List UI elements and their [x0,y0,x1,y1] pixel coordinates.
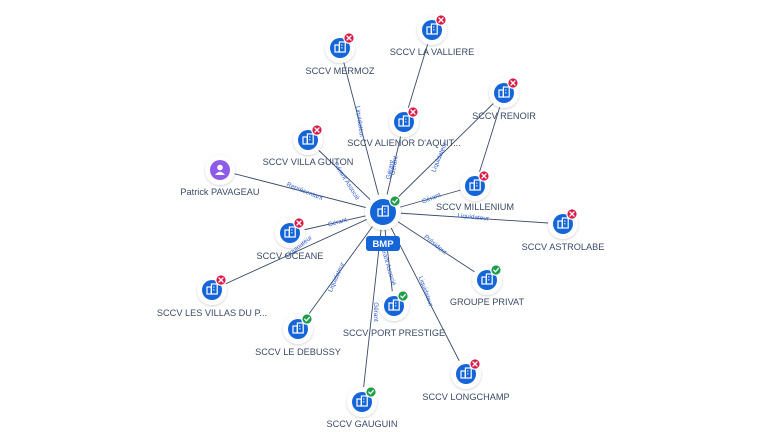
building-icon [557,217,569,229]
edge-sccv-astrolabe [382,211,564,225]
active-status-icon [301,313,313,325]
center-label-pill [366,236,400,251]
node-label: SCCV GAUGUIN [327,419,398,429]
node-label: SCCV RENOIR [472,111,536,121]
closed-status-icon [343,32,355,44]
edge-patrick-pavageau [219,169,384,213]
edge-label-groupe-privat: Président [422,233,447,256]
edge-groupe-privat [382,211,488,281]
building-icon [398,115,410,127]
edge-sccv-le-debussy [297,211,384,330]
building-icon [469,179,481,191]
node-sccv-astrolabe[interactable]: SCCV ASTROLABE [522,208,605,252]
edge-label-sccv-alienor: Gérant [389,155,399,176]
edge-label-sccv-le-debussy: Liquidateur [327,261,347,294]
edge-sccv-renoir [382,92,505,213]
edge-sccv-villas-du-p [211,211,384,291]
node-label: SCCV LE DEBUSSY [255,347,341,357]
node-patrick-pavageau[interactable]: Patrick PAVAGEAU [180,155,260,197]
node-label: SCCV LONGCHAMP [422,392,509,402]
node-label: SCCV LES VILLAS DU P... [157,308,267,318]
node-sccv-la-valliere[interactable]: SCCV LA VALLIERE [390,14,475,57]
node-sccv-gauguin[interactable]: SCCV GAUGUIN [327,386,398,429]
edge-label-sccv-longchamp: Liquidateur [417,275,435,308]
closed-status-icon [507,77,519,89]
closed-status-icon [215,274,227,286]
node-label: SCCV PORT PRESTIGE [343,328,445,338]
node-sccv-alienor[interactable]: SCCV ALIENOR D'AQUIT... [347,106,461,148]
building-icon [356,395,368,407]
closed-status-icon [478,170,490,182]
person-icon [215,164,225,175]
node-label: Patrick PAVAGEAU [180,187,259,197]
closed-status-icon [469,358,481,370]
center-node[interactable]: BMP [365,194,401,251]
edge-label-sccv-la-valliere: Gérant [385,159,396,180]
node-groupe-privat[interactable]: GROUPE PRIVAT [450,264,525,307]
building-icon [426,23,438,35]
edge-label-patrick-pavageau: Représentant [285,181,323,202]
edge-label-sccv-oceane: Gérant [327,216,348,228]
node-label: GROUPE PRIVAT [450,297,525,307]
node-sccv-le-debussy[interactable]: SCCV LE DEBUSSY [255,313,341,357]
node-sccv-renoir[interactable]: SCCV RENOIR [472,77,536,121]
active-status-icon [389,195,401,207]
edge-label-sccv-gauguin: Gérant [372,302,379,322]
building-icon [481,273,493,285]
edge-label-sccv-astrolabe: Liquidateur [457,212,490,222]
edge-label-sccv-mermoz: Liquidateur [354,106,365,139]
building-icon [388,299,400,311]
building-icon [284,226,296,238]
node-sccv-villas-du-p[interactable]: SCCV LES VILLAS DU P... [157,274,267,318]
node-label: SCCV ASTROLABE [522,242,605,252]
building-icon [206,283,218,295]
node-label: SCCV LA VALLIERE [390,47,475,57]
node-sccv-oceane[interactable]: SCCV OCEANE [257,217,324,261]
node-label: SCCV MILLENIUM [436,202,514,212]
building-icon [377,205,389,217]
closed-status-icon [435,14,447,26]
closed-status-icon [293,217,305,229]
building-icon [498,86,510,98]
center-label: BMP [372,239,394,250]
active-status-icon [490,264,502,276]
active-status-icon [365,386,377,398]
node-sccv-port-prestige[interactable]: SCCV PORT PRESTIGE [343,290,445,338]
edge-sccv-mermoz [339,47,384,213]
node-sccv-mermoz[interactable]: SCCV MERMOZ [306,32,375,76]
node-label: SCCV OCEANE [257,251,324,261]
node-label: SCCV MERMOZ [306,66,375,76]
node-label: SCCV VILLA GUITON [263,157,354,167]
node-sccv-villa-guiton[interactable]: SCCV VILLA GUITON [263,124,354,167]
node-label: SCCV ALIENOR D'AQUIT... [347,138,461,148]
active-status-icon [397,290,409,302]
building-icon [292,322,304,334]
closed-status-icon [311,124,323,136]
closed-status-icon [407,106,419,118]
building-icon [334,41,346,53]
node-sccv-longchamp[interactable]: SCCV LONGCHAMP [422,358,510,402]
edge-label-sccv-villa-guiton: Gérant Associé [332,161,361,202]
building-icon [460,367,472,379]
node-sccv-millenium[interactable]: SCCV MILLENIUM [436,170,514,212]
building-icon [302,133,314,145]
closed-status-icon [566,208,578,220]
